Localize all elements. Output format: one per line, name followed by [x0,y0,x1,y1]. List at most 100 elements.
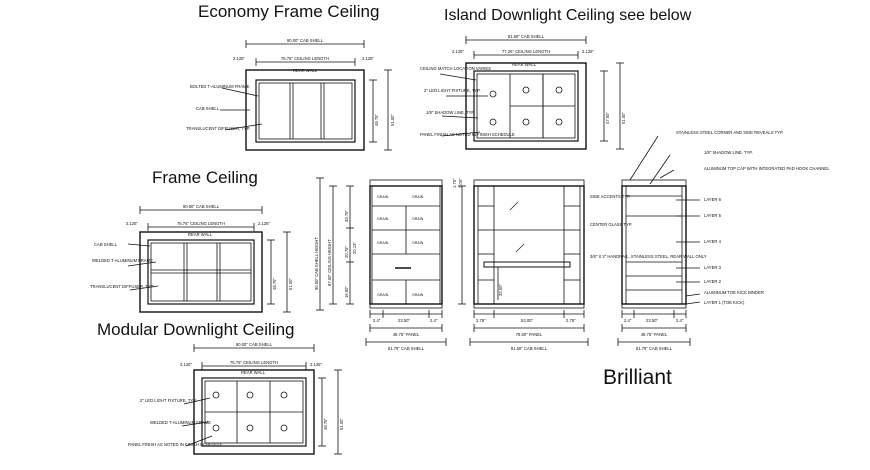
elev-grain-4: GRAIN [412,217,424,221]
island-led-fixture-label: 2" LED LIGHT FIXTURE, TYP. [424,88,481,93]
elev-mid-bottom-275: 2.75" [476,318,486,323]
elev-grain-5: GRAIN [377,241,389,245]
elev-top-dim-b: 2.00" [458,178,463,188]
frame-cab-shell-label: CAB SHELL [94,242,118,247]
island-cab-shell-dim: 81.50" CAB SHELL [508,34,545,39]
economy-depth-outer-dim: 51.00" [390,114,395,126]
elev-layer6-label: LAYER 6 [704,197,722,202]
elev-handrail-height-dim: 32.00" [498,284,503,296]
elev-grain-3: GRAIN [377,217,389,221]
island-rear-wall-label: REAR WALL [512,62,537,67]
elev-layer2-label: LAYER 2 [704,279,722,284]
modular-ceiling-length-dim: 75.75" CEILING LENGTH [230,360,278,365]
elev-seg-a-dim: 33.75" [344,210,349,222]
modular-side-dim-left: 2.125" [180,362,192,367]
modular-rear-wall-label: REAR WALL [241,370,266,375]
frame-rear-wall-label: REAR WALL [188,232,213,237]
elev-mid-panel-dim: 78.50" PANEL [516,332,543,337]
elevation-rear-wall [458,179,589,346]
brand-name: Brilliant [603,366,672,389]
elev-mid-bottom-275b: 2.75" [566,318,576,323]
island-side-dim-left: 2.125" [452,49,464,54]
elev-grain-7: GRAIN [377,293,389,297]
economy-bolted-frame-label: BOLTED T-ALUMINUM FRAME [190,84,250,89]
elevation-right-wall [617,135,701,346]
elev-side-accents-label: SIDE ACCENTS TYP. [590,194,631,199]
elev-center-glass-label: CENTER GLASS TYP. [590,222,632,227]
elev-grain-6: GRAIN [412,241,424,245]
elev-grain-2: GRAIN [412,195,424,199]
elev-layer3-label: LAYER 3 [704,265,722,270]
elev-right-bottom-24: 2.4" [624,318,632,323]
elev-right-bottom-24b: 2.4" [676,318,684,323]
island-depth-inner-dim: 47.50" [605,112,610,124]
economy-depth-inner-dim: 48.75" [374,114,379,126]
elev-ceiling-height-dim: 87.00" CEILING HEIGHT [327,239,332,286]
elev-handrail-label: 3/8" X 2" HANDRAIL, STAINLESS STEEL, REA… [590,254,707,259]
elev-seg-c-dim: 16.50" [344,286,349,298]
island-ceiling-match-label: CEILING MATCH LOCATION VARIES [420,66,491,71]
elev-left-bottom-24: 2.4" [373,318,381,323]
frame-ceiling-plan [127,206,291,313]
modular-downlight-ceiling-plan [181,344,342,455]
elev-mid-bottom-5300: 53.00" [521,318,533,323]
elev-left-bottom-24b: 2.4" [430,318,438,323]
economy-diffuser-label: TRANSLUCENT DIFFUSER, TYP. [186,126,250,131]
elev-grain-8: GRAIN [412,293,424,297]
economy-side-dim-left: 2.125" [233,56,245,61]
elev-cab-height-dim: 90.00" CAB SHELL HEIGHT [314,237,319,290]
modular-led-fixture-label: 2" LED LIGHT FIXTURE, TYP. [140,398,197,403]
elev-seg-d-dim: 20.13" [352,242,357,254]
island-side-dim-right: 2.125" [582,49,594,54]
frame-diffuser-label: TRANSLUCENT DIFFUSER, TYP. [90,284,154,289]
island-depth-outer-dim: 51.00" [621,112,626,124]
island-shadow-line-label: 1/8" SHADOW LINE, TYP. [426,110,475,115]
island-downlight-ceiling-title: Island Downlight Ceiling see below [444,7,692,24]
economy-side-dim-right: 2.125" [362,56,374,61]
elev-mid-shell-dim: 81.50" CAB SHELL [511,346,548,351]
economy-rear-wall-label: REAR WALL [293,68,318,73]
economy-frame-ceiling-title: Economy Frame Ceiling [198,2,380,21]
elev-alum-top-cap-label: ALUMINUM TOP CAP WITH INTEGRATED PAD HOO… [704,166,830,171]
frame-ceiling-title: Frame Ceiling [152,168,258,187]
island-ceiling-length-dim: 77.25" CEILING LENGTH [502,49,550,54]
elev-seg-b-dim: 20.75" [344,246,349,258]
elev-stainless-corner-label: STAINLESS STEEL CORNER AND SIDE REVEALS … [676,130,783,135]
elev-alum-toe-label: ALUMINUM TOE KICK BINDER [704,290,764,295]
economy-cab-shell-label: CAB SHELL [196,106,220,111]
elev-left-shell-dim: 51.75" CAB SHELL [388,346,425,351]
frame-welded-frame-label: WELDED T-ALUMINUM FRAME [92,258,153,263]
elev-left-bottom-2350: 23.50" [398,318,410,323]
elev-right-bottom-2350: 23.50" [646,318,658,323]
modular-downlight-fixtures [212,391,288,432]
elev-layer1-label: LAYER 1 (TOE KICK) [704,300,745,305]
frame-depth-inner-dim: 48.75" [272,278,277,290]
elev-shadow-line-label: 1/8" SHADOW LINE, TYP. [704,150,753,155]
island-downlight-ceiling-plan [439,36,624,150]
frame-cab-shell-dim: 90.00" CAB SHELL [183,204,220,209]
modular-side-dim-right: 2.125" [310,362,322,367]
modular-downlight-ceiling-title: Modular Downlight Ceiling [97,320,295,339]
frame-depth-outer-dim: 51.00" [288,278,293,290]
modular-cab-shell-dim: 90.00" CAB SHELL [236,342,273,347]
modular-depth-outer-dim: 51.00" [339,418,344,430]
island-panel-finish-label: PANEL FINISH AS NOTED IN FINISH SCHEDULE [420,132,515,137]
modular-panel-finish-label: PANEL FINISH AS NOTED IN FINISH SCHEDULE [128,442,223,447]
elevation-left-wall [316,177,447,346]
modular-depth-inner-dim: 48.75" [323,418,328,430]
modular-welded-frame-label: WELDED T-ALUMINUM FRAME [150,420,211,425]
frame-side-dim-left: 2.125" [126,221,138,226]
elev-layer5-label: LAYER 5 [704,213,722,218]
elev-top-dim-a: 1.75" [452,178,457,188]
elev-grain-1: GRAIN [377,195,389,199]
frame-side-dim-right: 2.125" [258,221,270,226]
economy-ceiling-length-dim: 75.75" CEILING LENGTH [281,56,329,61]
island-downlight-fixtures [489,86,563,126]
economy-cab-shell-dim: 90.00" CAB SHELL [287,38,324,43]
economy-frame-ceiling-plan [220,40,392,151]
elev-right-panel-dim: 48.75" PANEL [641,332,668,337]
elev-left-panel-dim: 48.75" PANEL [393,332,420,337]
elev-layer4-label: LAYER 4 [704,239,722,244]
frame-ceiling-length-dim: 75.75" CEILING LENGTH [177,221,225,226]
